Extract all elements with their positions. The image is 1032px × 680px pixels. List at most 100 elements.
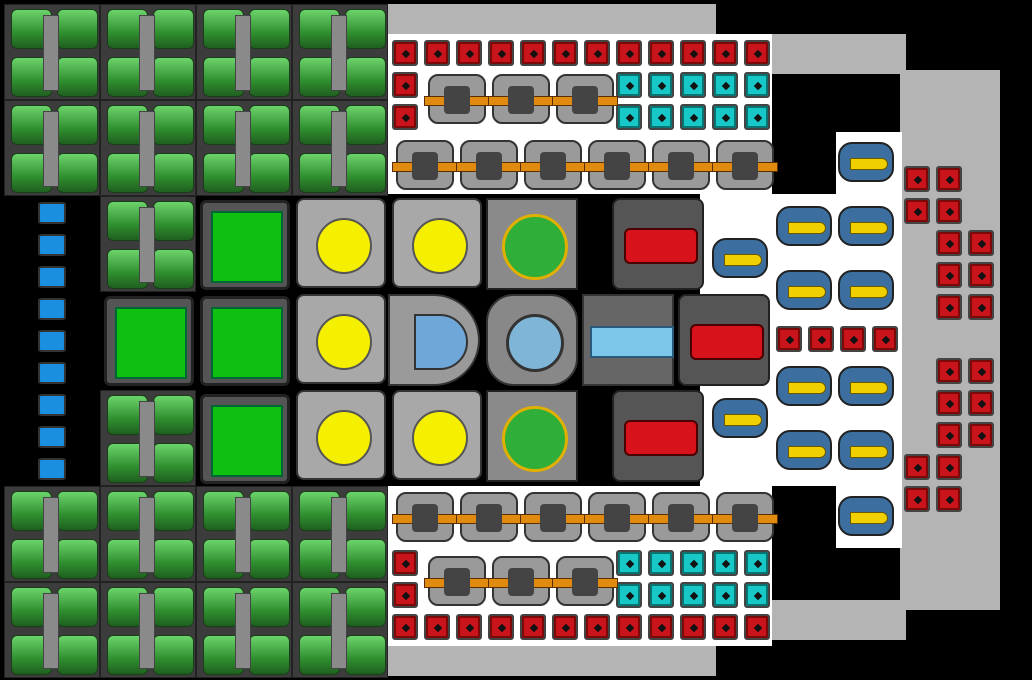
shield-block[interactable]: [744, 550, 770, 576]
cannon[interactable]: [424, 556, 490, 606]
shield-block[interactable]: [680, 582, 706, 608]
cannon[interactable]: [648, 140, 714, 190]
armor-block[interactable]: [712, 614, 738, 640]
fuel-tank[interactable]: [196, 100, 292, 196]
thruster[interactable]: [776, 430, 832, 470]
armor-block[interactable]: [648, 40, 674, 66]
armor-block[interactable]: [936, 294, 962, 320]
reactor[interactable]: [296, 294, 386, 384]
fuel-tank[interactable]: [292, 100, 388, 196]
armor-block[interactable]: [904, 198, 930, 224]
armor-block[interactable]: [392, 614, 418, 640]
shield-block[interactable]: [712, 104, 738, 130]
battery-cell[interactable]: [38, 266, 66, 288]
armor-block[interactable]: [392, 550, 418, 576]
cannon[interactable]: [552, 74, 618, 124]
thruster[interactable]: [712, 238, 768, 278]
armor-block[interactable]: [680, 40, 706, 66]
armor-block[interactable]: [904, 166, 930, 192]
shield-block[interactable]: [680, 72, 706, 98]
armor-block[interactable]: [648, 614, 674, 640]
battery-cell[interactable]: [38, 458, 66, 480]
battery-cell[interactable]: [38, 234, 66, 256]
armor-block[interactable]: [936, 422, 962, 448]
cannon[interactable]: [392, 492, 458, 542]
shield-block[interactable]: [616, 550, 642, 576]
shield-block[interactable]: [744, 72, 770, 98]
armor-block[interactable]: [968, 358, 994, 384]
armor-block[interactable]: [424, 614, 450, 640]
battery-cell[interactable]: [38, 330, 66, 352]
armor-block[interactable]: [808, 326, 834, 352]
cannon[interactable]: [584, 140, 650, 190]
red-laser[interactable]: [678, 294, 770, 386]
armor-block[interactable]: [456, 614, 482, 640]
thruster[interactable]: [838, 142, 894, 182]
fuel-tank[interactable]: [196, 486, 292, 582]
armor-block[interactable]: [968, 262, 994, 288]
shield-block[interactable]: [648, 550, 674, 576]
armor-block[interactable]: [552, 614, 578, 640]
fuel-tank[interactable]: [4, 486, 100, 582]
reactor[interactable]: [296, 390, 386, 480]
fuel-tank[interactable]: [100, 390, 196, 486]
fuel-tank[interactable]: [292, 486, 388, 582]
armor-block[interactable]: [392, 104, 418, 130]
shield-block[interactable]: [616, 104, 642, 130]
armor-block[interactable]: [520, 614, 546, 640]
cannon[interactable]: [648, 492, 714, 542]
thruster[interactable]: [712, 398, 768, 438]
battery-cell[interactable]: [38, 426, 66, 448]
armor-block[interactable]: [744, 614, 770, 640]
railgun[interactable]: [582, 294, 674, 386]
thruster[interactable]: [838, 366, 894, 406]
battery-cell[interactable]: [38, 202, 66, 224]
red-laser[interactable]: [612, 390, 704, 482]
shield-block[interactable]: [648, 104, 674, 130]
fuel-tank[interactable]: [4, 582, 100, 678]
armor-block[interactable]: [392, 582, 418, 608]
reactor[interactable]: [392, 198, 482, 288]
fuel-tank[interactable]: [196, 4, 292, 100]
armor-block[interactable]: [904, 454, 930, 480]
cannon[interactable]: [392, 140, 458, 190]
armor-block[interactable]: [712, 40, 738, 66]
thruster[interactable]: [838, 270, 894, 310]
fuel-tank[interactable]: [292, 4, 388, 100]
shield-block[interactable]: [712, 582, 738, 608]
thruster[interactable]: [838, 496, 894, 536]
fuel-tank[interactable]: [100, 196, 196, 292]
fuel-tank[interactable]: [4, 100, 100, 196]
reactor[interactable]: [392, 390, 482, 480]
armor-block[interactable]: [936, 486, 962, 512]
battery-cell[interactable]: [38, 394, 66, 416]
fuel-tank[interactable]: [292, 582, 388, 678]
reactor[interactable]: [296, 198, 386, 288]
large-tank[interactable]: [200, 296, 290, 386]
armor-block[interactable]: [552, 40, 578, 66]
armor-block[interactable]: [392, 40, 418, 66]
shield-block[interactable]: [680, 550, 706, 576]
armor-block[interactable]: [392, 72, 418, 98]
large-tank[interactable]: [200, 394, 290, 484]
armor-block[interactable]: [936, 454, 962, 480]
fuel-tank[interactable]: [100, 582, 196, 678]
bridge[interactable]: [388, 294, 480, 386]
shield-block[interactable]: [616, 72, 642, 98]
armor-block[interactable]: [488, 614, 514, 640]
armor-block[interactable]: [968, 230, 994, 256]
armor-block[interactable]: [936, 166, 962, 192]
green-turret[interactable]: [486, 390, 578, 482]
shield-block[interactable]: [744, 104, 770, 130]
armor-block[interactable]: [584, 40, 610, 66]
armor-block[interactable]: [936, 390, 962, 416]
battery-cell[interactable]: [38, 362, 66, 384]
armor-block[interactable]: [904, 486, 930, 512]
cannon[interactable]: [552, 556, 618, 606]
armor-block[interactable]: [968, 294, 994, 320]
cannon[interactable]: [520, 492, 586, 542]
thruster[interactable]: [838, 206, 894, 246]
shield-block[interactable]: [616, 582, 642, 608]
armor-block[interactable]: [584, 614, 610, 640]
